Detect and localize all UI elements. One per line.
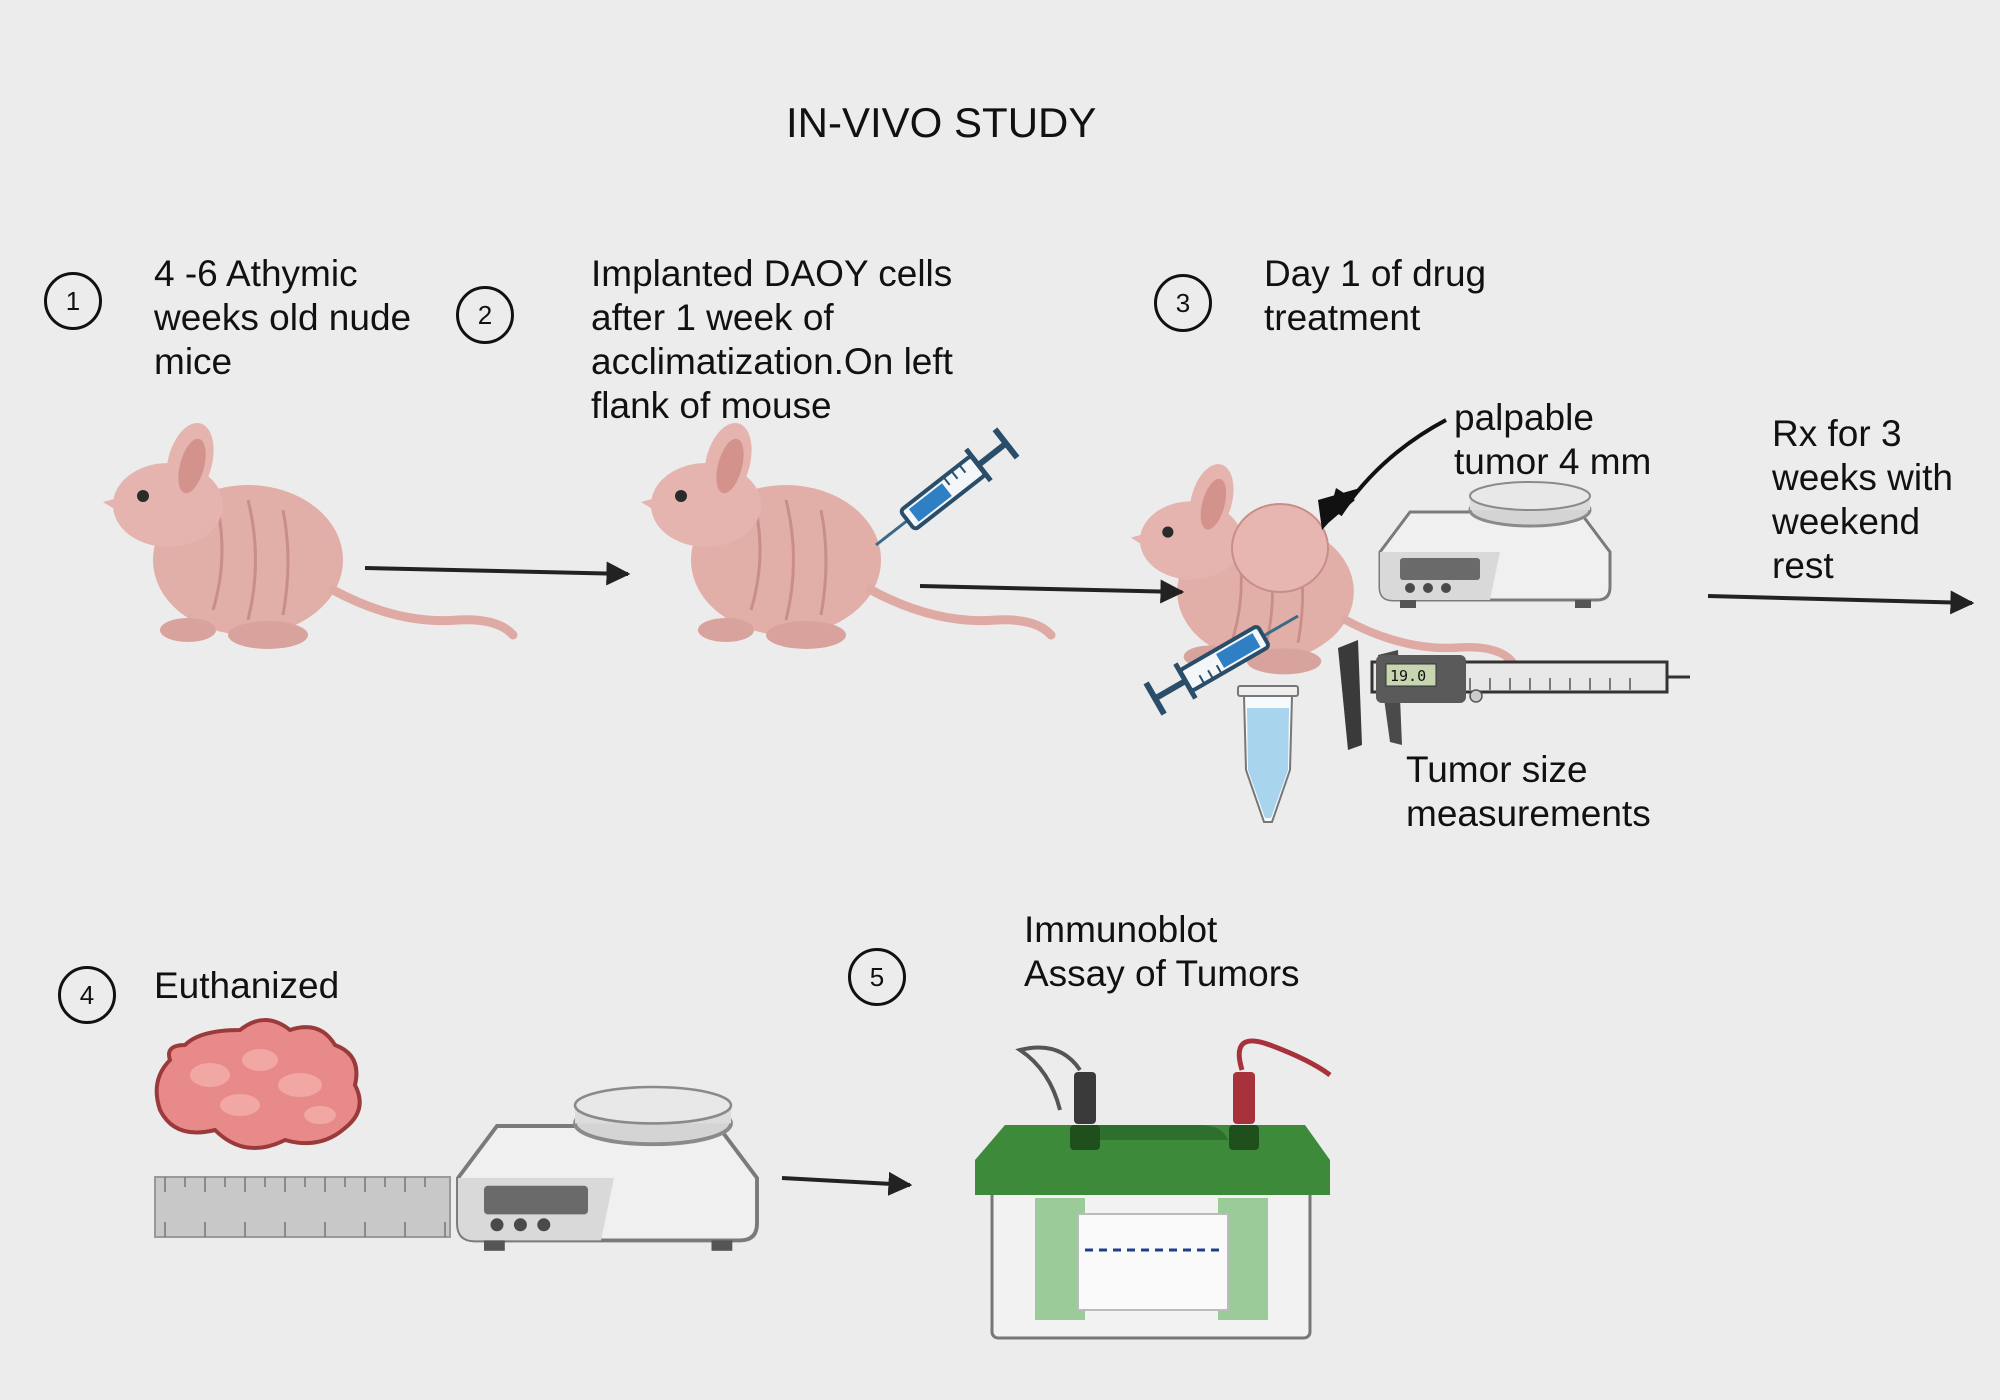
step-4-text: Euthanized: [154, 964, 339, 1008]
step-3-badge: 3: [1154, 274, 1212, 332]
nude-mouse-illustration-1: [103, 418, 513, 649]
rx-schedule-label: Rx for 3 weeks with weekend rest: [1772, 412, 1953, 588]
excised-tumor-icon: [154, 1018, 362, 1150]
rx-line-2: weeks with: [1772, 457, 1953, 498]
step-4-badge: 4: [58, 966, 116, 1024]
tumor-size-line-1: Tumor size: [1406, 749, 1588, 790]
tumor-size-line-2: measurements: [1406, 793, 1651, 834]
step-2-line-1: Implanted DAOY cells: [591, 253, 953, 294]
microcentrifuge-tube-icon: [1237, 685, 1299, 823]
palpable-tumor: [1231, 503, 1329, 593]
step-2-line-3: acclimatization.On left: [591, 341, 953, 382]
rx-line-1: Rx for 3: [1772, 413, 1902, 454]
step-5-badge: 5: [848, 948, 906, 1006]
flow-arrow: [781, 1171, 913, 1196]
tumor-texture: [190, 1049, 336, 1124]
step-3-text: Day 1 of drug treatment: [1264, 252, 1486, 340]
pointer-arrow: [1338, 418, 1447, 517]
caliper-readout: 19.0: [1390, 667, 1427, 685]
step-2-badge: 2: [456, 286, 514, 344]
weighing-balance-icon: [456, 1085, 759, 1253]
ruler-icon: [154, 1176, 451, 1238]
step-5-text: Immunoblot Assay of Tumors: [1024, 908, 1300, 996]
weighing-balance-icon: [1378, 480, 1612, 610]
tumor-size-label: Tumor size measurements: [1406, 748, 1651, 836]
step-3-line-1: Day 1 of drug: [1264, 253, 1487, 294]
step-1-badge: 1: [44, 272, 102, 330]
syringe-icon-implant: [864, 428, 1019, 561]
palpable-tumor-label: palpable tumor 4 mm: [1454, 396, 1651, 484]
flow-arrow: [1707, 590, 1975, 615]
step-4-line-1: Euthanized: [154, 965, 340, 1006]
step-5-line-1: Immunoblot: [1024, 909, 1218, 950]
page-title: IN-VIVO STUDY: [786, 99, 1097, 146]
step-1-text: 4 -6 Athymic weeks old nude mice: [154, 252, 411, 384]
step-5-line-2: Assay of Tumors: [1024, 953, 1300, 994]
step-1-line-2: weeks old nude: [154, 297, 412, 338]
flow-arrow: [919, 579, 1185, 604]
step-2-line-2: after 1 week of: [591, 297, 834, 338]
palpable-line-1: palpable: [1454, 397, 1594, 438]
nude-mouse-illustration-2: [641, 418, 1051, 649]
step-1-line-1: 4 -6 Athymic: [154, 253, 358, 294]
step-3-line-2: treatment: [1264, 297, 1421, 338]
flow-arrow: [364, 561, 631, 586]
step-2-text: Implanted DAOY cells after 1 week of acc…: [591, 252, 953, 428]
rx-line-3: weekend: [1772, 501, 1921, 542]
gel-electrophoresis-box-icon: [975, 1038, 1332, 1340]
palpable-line-2: tumor 4 mm: [1454, 441, 1652, 482]
step-1-line-3: mice: [154, 341, 233, 382]
rx-line-4: rest: [1772, 545, 1834, 586]
step-2-line-4: flank of mouse: [591, 385, 832, 426]
caliper-icon: [1338, 640, 1690, 750]
